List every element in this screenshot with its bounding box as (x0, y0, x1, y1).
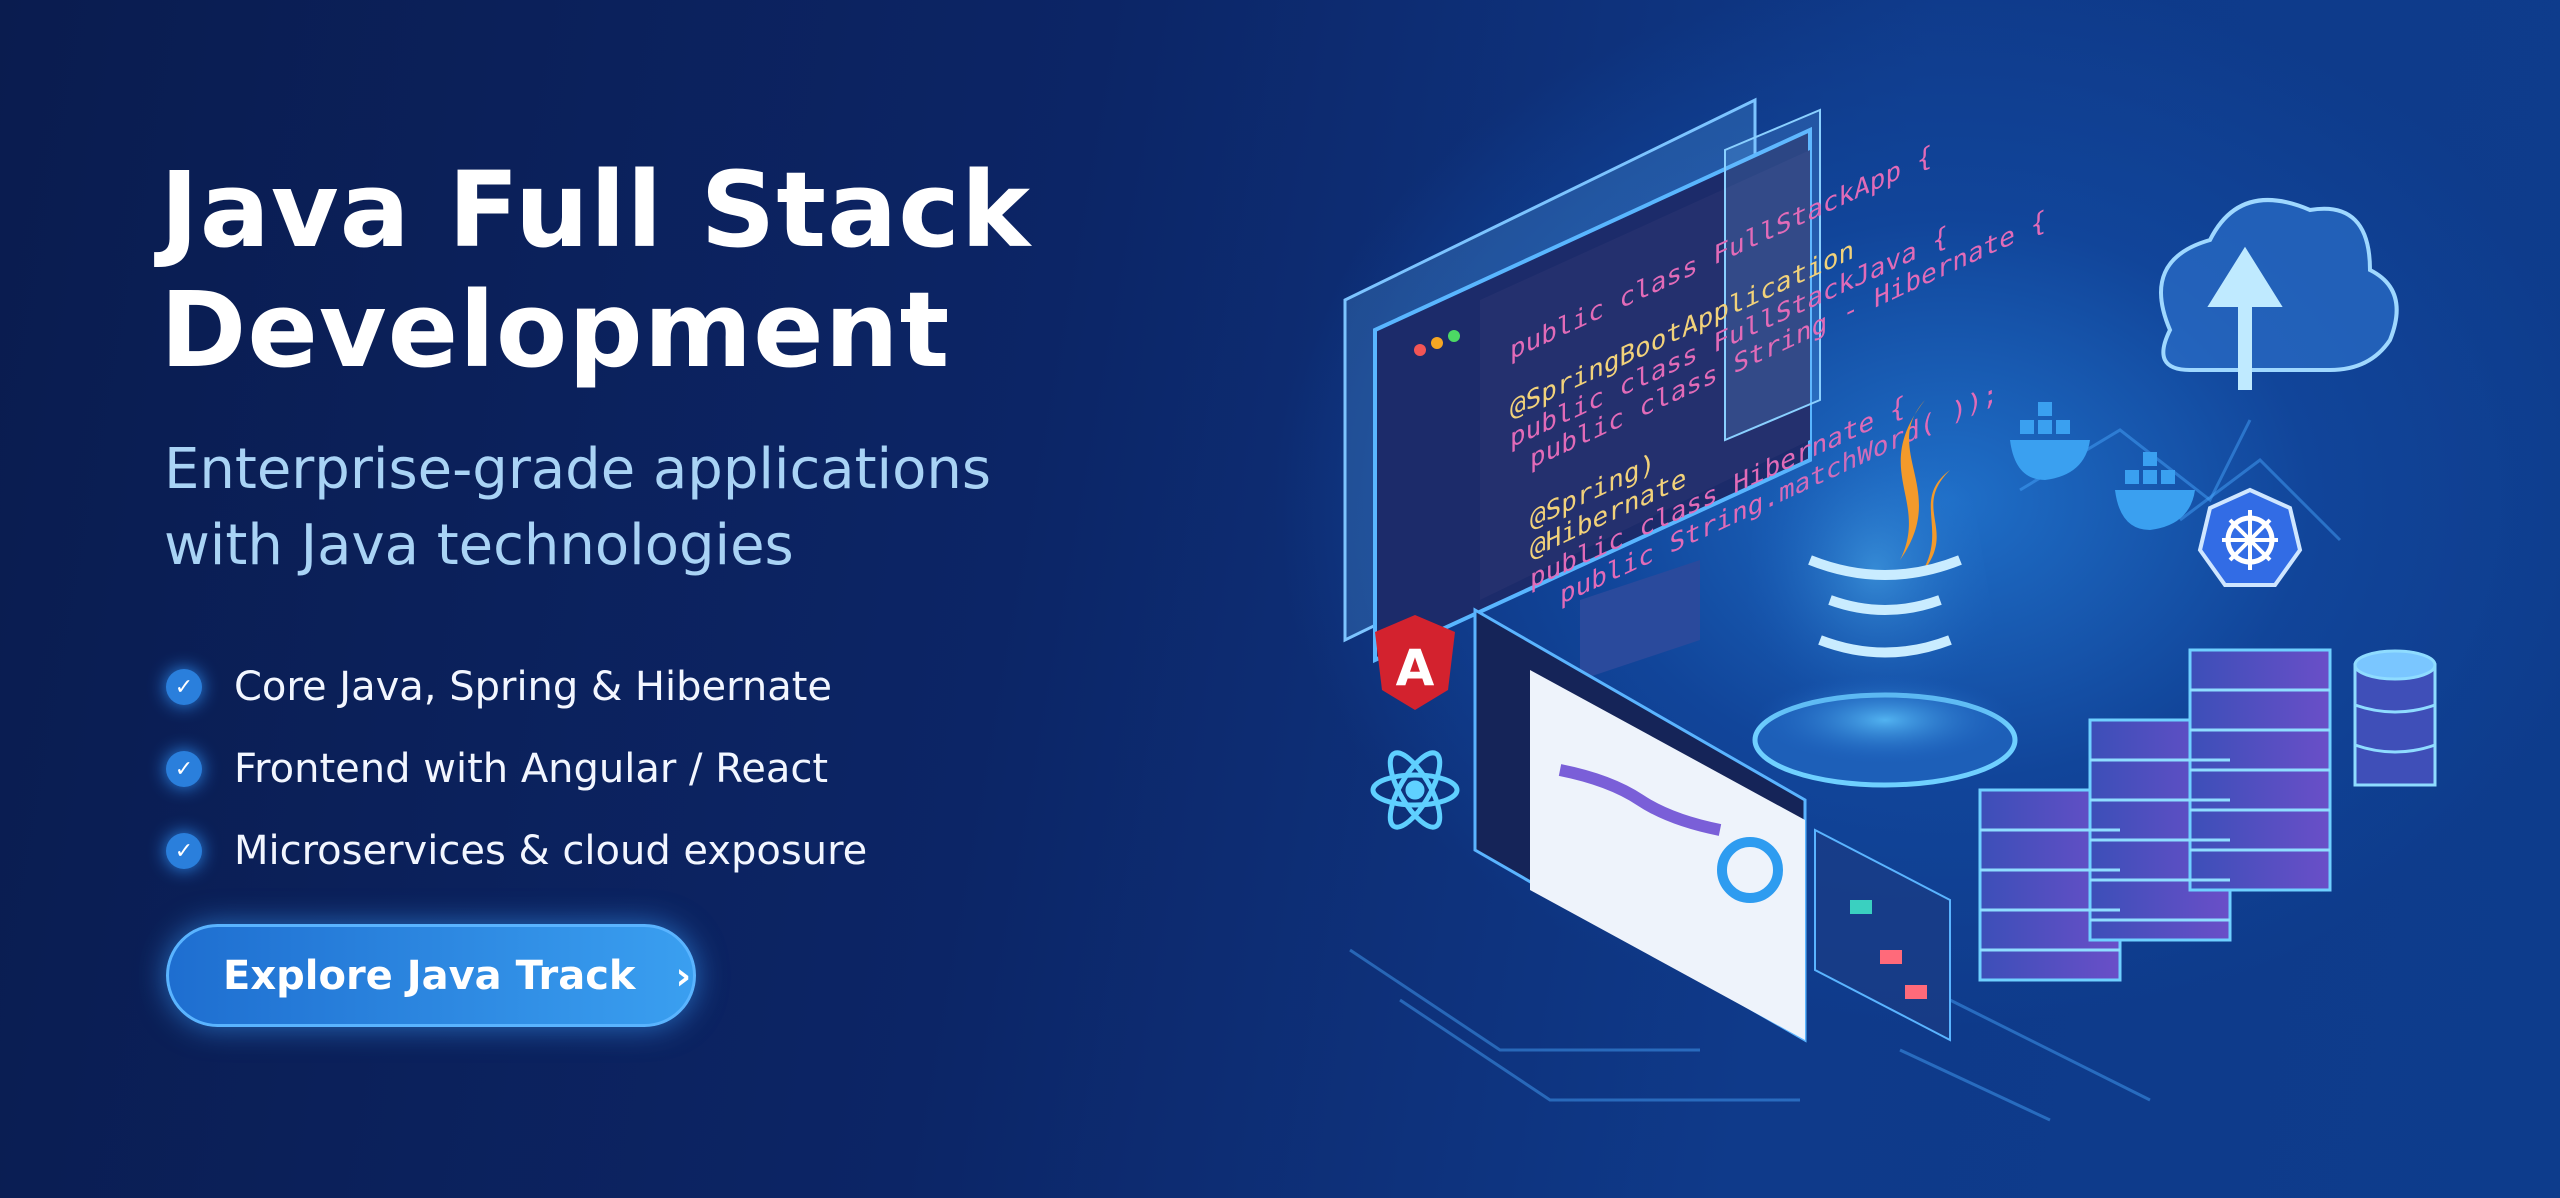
dashboard-icon (1473, 607, 1951, 1043)
server-stack-icon (1978, 648, 2332, 982)
check-circle-icon: ✓ (166, 833, 202, 869)
cloud-upload-icon (2159, 198, 2399, 390)
feature-label: Core Java, Spring & Hibernate (234, 664, 833, 710)
cta-label: Explore Java Track (223, 952, 636, 999)
feature-item: ✓ Core Java, Spring & Hibernate (166, 646, 867, 728)
database-icon (2353, 649, 2437, 787)
docker-logo-icon (2010, 402, 2090, 480)
subtitle-line-1: Enterprise-grade applications (164, 437, 992, 502)
subtitle-line-2: with Java technologies (164, 513, 794, 578)
check-circle-icon: ✓ (166, 669, 202, 705)
title-line-1: Java Full Stack (160, 149, 1032, 271)
feature-label: Microservices & cloud exposure (234, 828, 868, 874)
react-logo-icon (1370, 750, 1460, 830)
feature-item: ✓ Frontend with Angular / React (166, 728, 867, 810)
svg-text:A: A (1396, 639, 1435, 697)
hero-subtitle: Enterprise-grade applications with Java … (164, 432, 991, 584)
angular-logo-icon: A (1375, 615, 1455, 710)
docker-logo-icon (2115, 452, 2195, 530)
feature-list: ✓ Core Java, Spring & Hibernate ✓ Frontend… (166, 646, 867, 892)
kubernetes-logo-icon (2197, 487, 2303, 587)
chevron-right-icon: › (675, 953, 692, 998)
title-line-2: Development (160, 269, 951, 391)
feature-label: Frontend with Angular / React (234, 746, 829, 792)
explore-java-track-button[interactable]: Explore Java Track › (166, 924, 696, 1027)
java-logo-icon (1740, 400, 2018, 788)
hero-title: Java Full Stack Development (160, 150, 1031, 390)
feature-item: ✓ Microservices & cloud exposure (166, 810, 867, 892)
check-circle-icon: ✓ (166, 751, 202, 787)
